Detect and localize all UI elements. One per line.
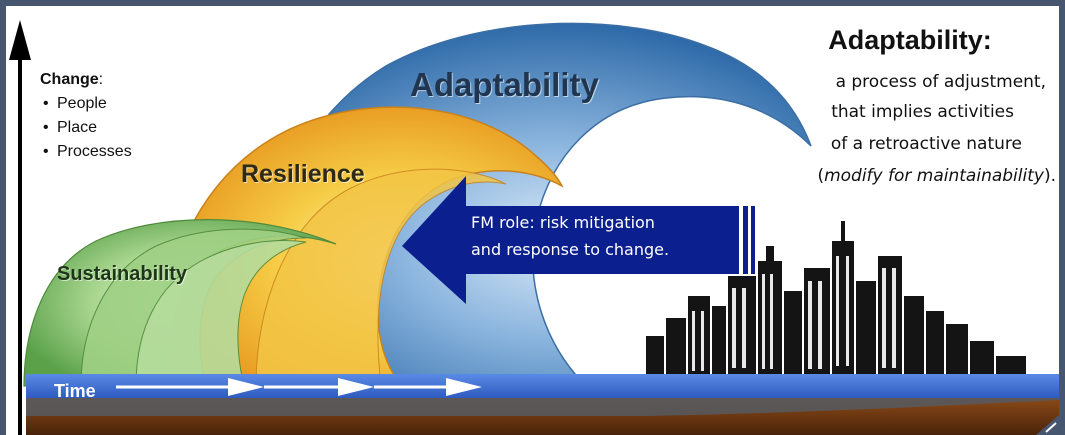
definition-italic: modify for maintainability — [824, 166, 1044, 186]
sustainability-label: Sustainability — [57, 263, 188, 285]
definition-paren-close: ). — [1043, 166, 1056, 186]
time-label: Time — [54, 381, 96, 401]
adaptability-label: Adaptability — [410, 66, 599, 103]
definition-line: that implies activities — [831, 102, 1014, 122]
definition-title: Adaptability: — [828, 25, 992, 55]
change-list: Change: People Place Processes — [40, 68, 132, 164]
change-title: Change — [40, 71, 99, 88]
sustainability-wave — [23, 219, 337, 387]
change-item-people: People — [40, 92, 132, 116]
time-bar — [26, 374, 1059, 398]
corner-mark-icon — [1036, 415, 1059, 435]
definition-line: (modify for maintainability). — [716, 166, 1056, 186]
change-item-processes: Processes — [40, 140, 132, 164]
resilience-label: Resilience — [241, 160, 365, 188]
change-axis — [9, 20, 31, 435]
definition-paren-open: ( — [817, 166, 825, 186]
fm-role-line: and response to change. — [471, 240, 670, 259]
definition-line: of a retroactive nature — [830, 134, 1022, 154]
ground — [26, 378, 1059, 435]
change-item-place: Place — [40, 116, 132, 140]
definition-line: a process of adjustment, — [835, 72, 1046, 92]
fm-role-arrow — [402, 176, 755, 304]
resilience-wave — [155, 106, 564, 387]
diagram-graphics — [9, 20, 1059, 435]
fm-role-line: FM role: risk mitigation — [471, 213, 655, 232]
city-skyline-icon — [646, 221, 1026, 386]
diagram-canvas: Change: People Place Processes Adaptabil… — [6, 6, 1059, 435]
fm-role-text: FM role: risk mitigation and response to… — [471, 209, 741, 263]
